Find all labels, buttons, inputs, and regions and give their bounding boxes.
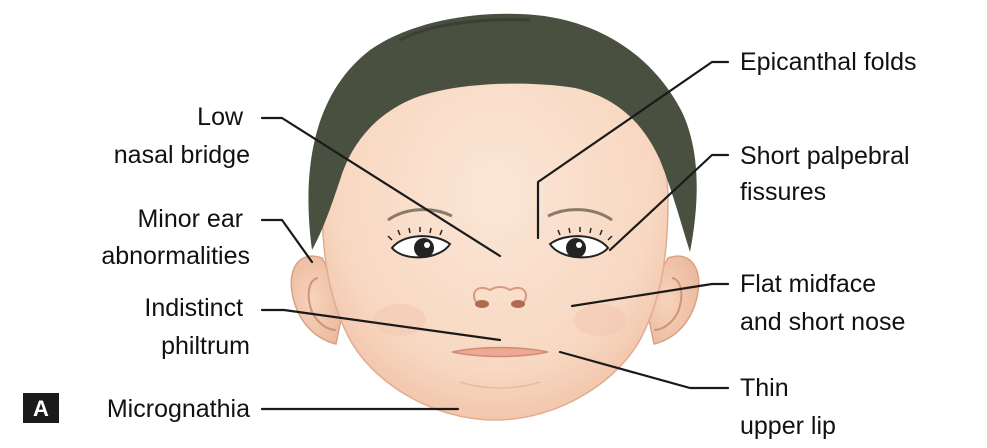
label-low-nasal-bridge: Low nasal bridge bbox=[114, 103, 250, 169]
label-micrognathia: Micrognathia bbox=[107, 395, 250, 423]
label-thin-upper-lip: Thin upper lip bbox=[740, 374, 836, 440]
label-epicanthal-folds: Epicanthal folds bbox=[740, 48, 917, 76]
left-cheek bbox=[374, 304, 426, 336]
label-flat-midface-short-nose: Flat midface and short nose bbox=[740, 270, 905, 336]
right-cheek bbox=[574, 304, 626, 336]
panel-label: A bbox=[33, 396, 49, 421]
panel-label-badge: A bbox=[23, 393, 59, 423]
label-short-palpebral-fissures: Short palpebral fissures bbox=[740, 142, 917, 206]
label-indistinct-philtrum: Indistinct philtrum bbox=[144, 294, 250, 360]
label-minor-ear-abnormalities: Minor ear abnormalities bbox=[101, 205, 250, 270]
upper-lip bbox=[452, 348, 548, 357]
leader-minor-ear bbox=[262, 220, 312, 262]
